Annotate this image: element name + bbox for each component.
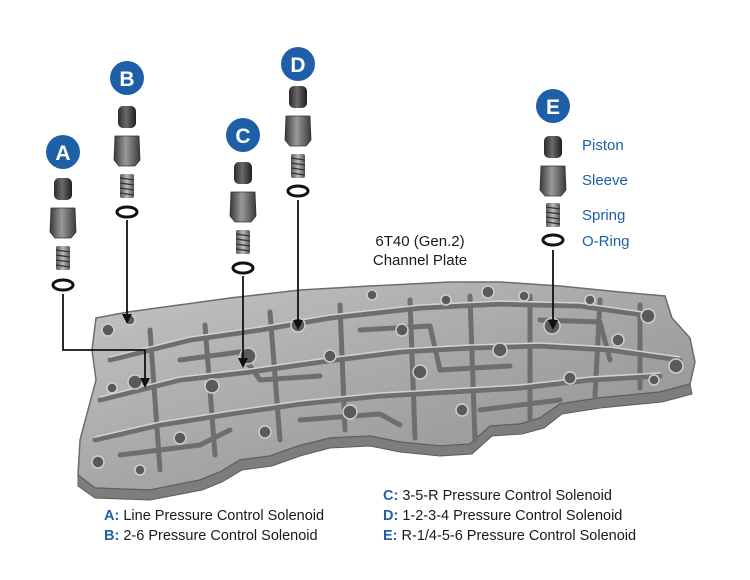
plate-title-line2: Channel Plate xyxy=(373,252,467,269)
legend-right: C: 3-5-R Pressure Control Solenoid D: 1-… xyxy=(383,486,636,546)
badge-e-letter: E xyxy=(546,96,560,119)
sleeve-c xyxy=(229,191,257,223)
piston-a xyxy=(54,178,72,200)
legend-key: C: xyxy=(383,488,399,504)
legend-item-e: E: R-1/4-5-6 Pressure Control Solenoid xyxy=(383,526,636,546)
piston-b xyxy=(118,106,136,128)
legend-text: Line Pressure Control Solenoid xyxy=(123,508,325,524)
piston-e xyxy=(544,136,562,158)
legend-item-c: C: 3-5-R Pressure Control Solenoid xyxy=(383,486,636,506)
leader-arrow-c xyxy=(238,358,248,368)
legend-text: R-1/4-5-6 Pressure Control Solenoid xyxy=(401,528,637,544)
label-o-ring: O-Ring xyxy=(582,233,630,250)
legend-text: 2-6 Pressure Control Solenoid xyxy=(123,528,318,544)
badge-d-letter: D xyxy=(290,54,305,77)
badge-b: B xyxy=(110,61,144,95)
legend-text: 3-5-R Pressure Control Solenoid xyxy=(402,488,612,504)
badge-e: E xyxy=(536,89,570,123)
leader-arrow-d xyxy=(293,320,303,330)
plate-edge xyxy=(77,383,693,501)
legend-item-b: B: 2-6 Pressure Control Solenoid xyxy=(104,526,324,546)
leader-line-a xyxy=(62,294,146,384)
badge-a-letter: A xyxy=(55,142,70,165)
badge-b-letter: B xyxy=(119,68,134,91)
legend-key: E: xyxy=(383,528,398,544)
channel-plate xyxy=(77,281,696,501)
legend-key: B: xyxy=(104,528,120,544)
leader-arrow-b xyxy=(122,314,132,324)
legend-key: A: xyxy=(104,508,120,524)
label-sleeve: Sleeve xyxy=(582,172,628,189)
plate-title-line1: 6T40 (Gen.2) xyxy=(375,233,464,250)
legend-text: 1-2-3-4 Pressure Control Solenoid xyxy=(402,508,623,524)
o-ring-d xyxy=(286,184,310,198)
leader-lines xyxy=(62,200,554,384)
badge-c: C xyxy=(226,118,260,152)
o-ring-c xyxy=(231,261,255,275)
legend-key: D: xyxy=(383,508,399,524)
solenoid-stack-b xyxy=(113,106,141,219)
o-ring-a xyxy=(51,278,75,292)
piston-d xyxy=(289,86,307,108)
sleeve-b xyxy=(113,135,141,167)
leader-arrow-a xyxy=(140,378,150,388)
legend-item-d: D: 1-2-3-4 Pressure Control Solenoid xyxy=(383,506,636,526)
leader-arrow-e xyxy=(548,320,558,330)
sleeve-e xyxy=(539,165,567,197)
plate-holes xyxy=(91,285,684,476)
solenoid-stack-a xyxy=(49,178,77,292)
sleeve-d xyxy=(284,115,312,147)
o-ring-e xyxy=(541,233,565,247)
leader-arrows xyxy=(122,314,558,388)
piston-c xyxy=(234,162,252,184)
solenoid-stack-c xyxy=(229,162,257,275)
badge-c-letter: C xyxy=(235,125,250,148)
label-piston: Piston xyxy=(582,137,624,154)
badge-d: D xyxy=(281,47,315,81)
plate-channels xyxy=(92,293,683,473)
solenoid-stack-e xyxy=(539,136,567,247)
legend-item-a: A: Line Pressure Control Solenoid xyxy=(104,506,324,526)
legend-left: A: Line Pressure Control Solenoid B: 2-6… xyxy=(104,506,324,546)
o-ring-b xyxy=(115,205,139,219)
sleeve-a xyxy=(49,207,77,239)
solenoid-stack-d xyxy=(284,86,312,198)
label-spring: Spring xyxy=(582,207,625,224)
badge-a: A xyxy=(46,135,80,169)
